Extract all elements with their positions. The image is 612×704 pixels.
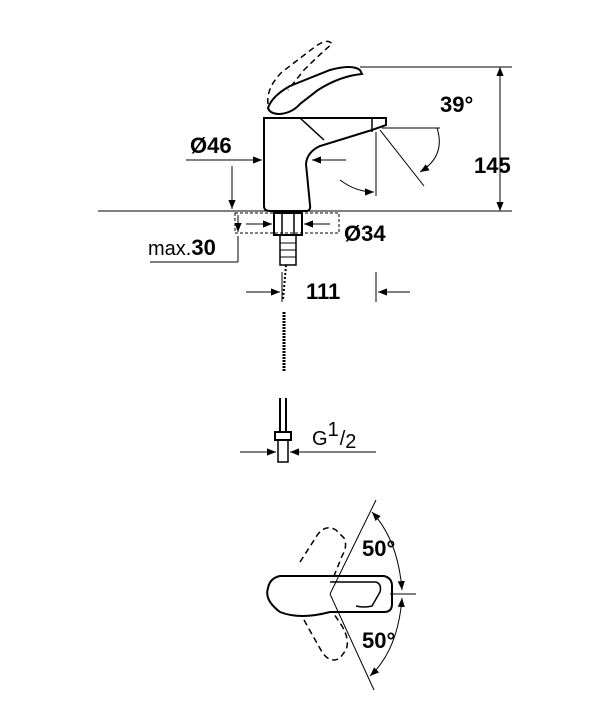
- spout-inner-line: [299, 117, 325, 141]
- spout-angle-arc: [419, 127, 440, 173]
- hose-connector: [274, 431, 292, 441]
- faucet-body: [263, 117, 387, 212]
- base-diameter-label: Ø34: [344, 221, 386, 246]
- body-diameter-label: Ø46: [190, 133, 232, 158]
- lever-angle-arc-down: [369, 597, 405, 677]
- top-view: 50° 50°: [266, 499, 416, 691]
- lever-rotated-down: [303, 613, 349, 661]
- thread-size-label: G1/2: [312, 419, 356, 453]
- max-thickness-label: max.30: [148, 235, 216, 260]
- height-dimension-label: 145: [474, 153, 511, 178]
- lever-angle-label-up: 50°: [362, 536, 395, 561]
- lever-angle-arc-up: [371, 511, 405, 591]
- flex-hose-upper: [282, 264, 287, 301]
- lever-handle: [266, 66, 364, 116]
- lever-rotated-up: [299, 527, 347, 577]
- base-nut: [273, 212, 303, 236]
- mounting-hatch: [234, 212, 340, 234]
- lever-angle-label-down: 50°: [362, 628, 395, 653]
- dimensions: 145 39° Ø46 Ø34 max.30 111: [148, 66, 512, 456]
- projection-label: 111: [306, 279, 340, 304]
- spout-angle-label: 39°: [440, 92, 473, 117]
